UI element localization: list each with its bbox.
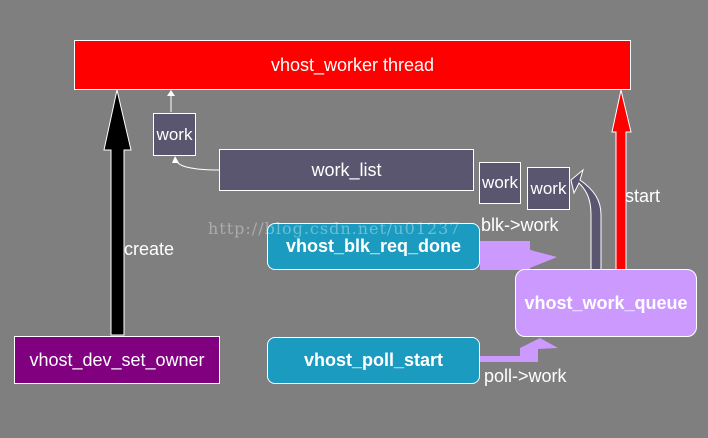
vhost-work-queue-label: vhost_work_queue	[524, 292, 688, 313]
vhost-blk-req-done-box: vhost_blk_req_done	[267, 223, 480, 270]
work-box-queue-2: work	[527, 167, 570, 210]
work-box-left-label: work	[156, 124, 193, 144]
work-box-queue-2-label: work	[530, 178, 567, 198]
start-label: start	[625, 186, 661, 206]
blk-work-arrow-body	[500, 243, 555, 270]
queue-to-work-curve	[570, 168, 602, 271]
work-list-box: work_list	[219, 149, 474, 191]
start-arrow	[611, 89, 632, 271]
worklist-to-work-arrowhead	[172, 156, 179, 163]
vhost-poll-start-box: vhost_poll_start	[267, 337, 480, 384]
vhost-worker-thread-label: vhost_worker thread	[270, 54, 435, 75]
vhost-worker-thread-box: vhost_worker thread	[74, 40, 631, 90]
work-list-label: work_list	[311, 159, 382, 180]
vhost-poll-start-label: vhost_poll_start	[303, 350, 444, 370]
vhost-blk-req-done-label: vhost_blk_req_done	[285, 236, 462, 256]
create-label: create	[124, 239, 175, 259]
blk-work-label: blk->work	[481, 215, 559, 235]
poll-work-arrow	[480, 338, 558, 362]
worklist-to-work-curve	[175, 159, 220, 171]
work-box-queue-1-label: work	[482, 173, 518, 192]
work-box-left: work	[153, 113, 196, 156]
create-arrow	[103, 89, 132, 336]
poll-work-label: poll->work	[484, 366, 567, 386]
watermark-text: http://blog.csdn.net/u01237	[208, 219, 461, 238]
work-to-thread-arrowhead	[167, 90, 175, 96]
work-box-queue-1: work	[479, 162, 521, 204]
vhost-dev-set-owner-box: vhost_dev_set_owner	[14, 336, 220, 384]
vhost-work-queue-box: vhost_work_queue	[515, 269, 697, 337]
vhost-dev-set-owner-label: vhost_dev_set_owner	[29, 349, 205, 370]
